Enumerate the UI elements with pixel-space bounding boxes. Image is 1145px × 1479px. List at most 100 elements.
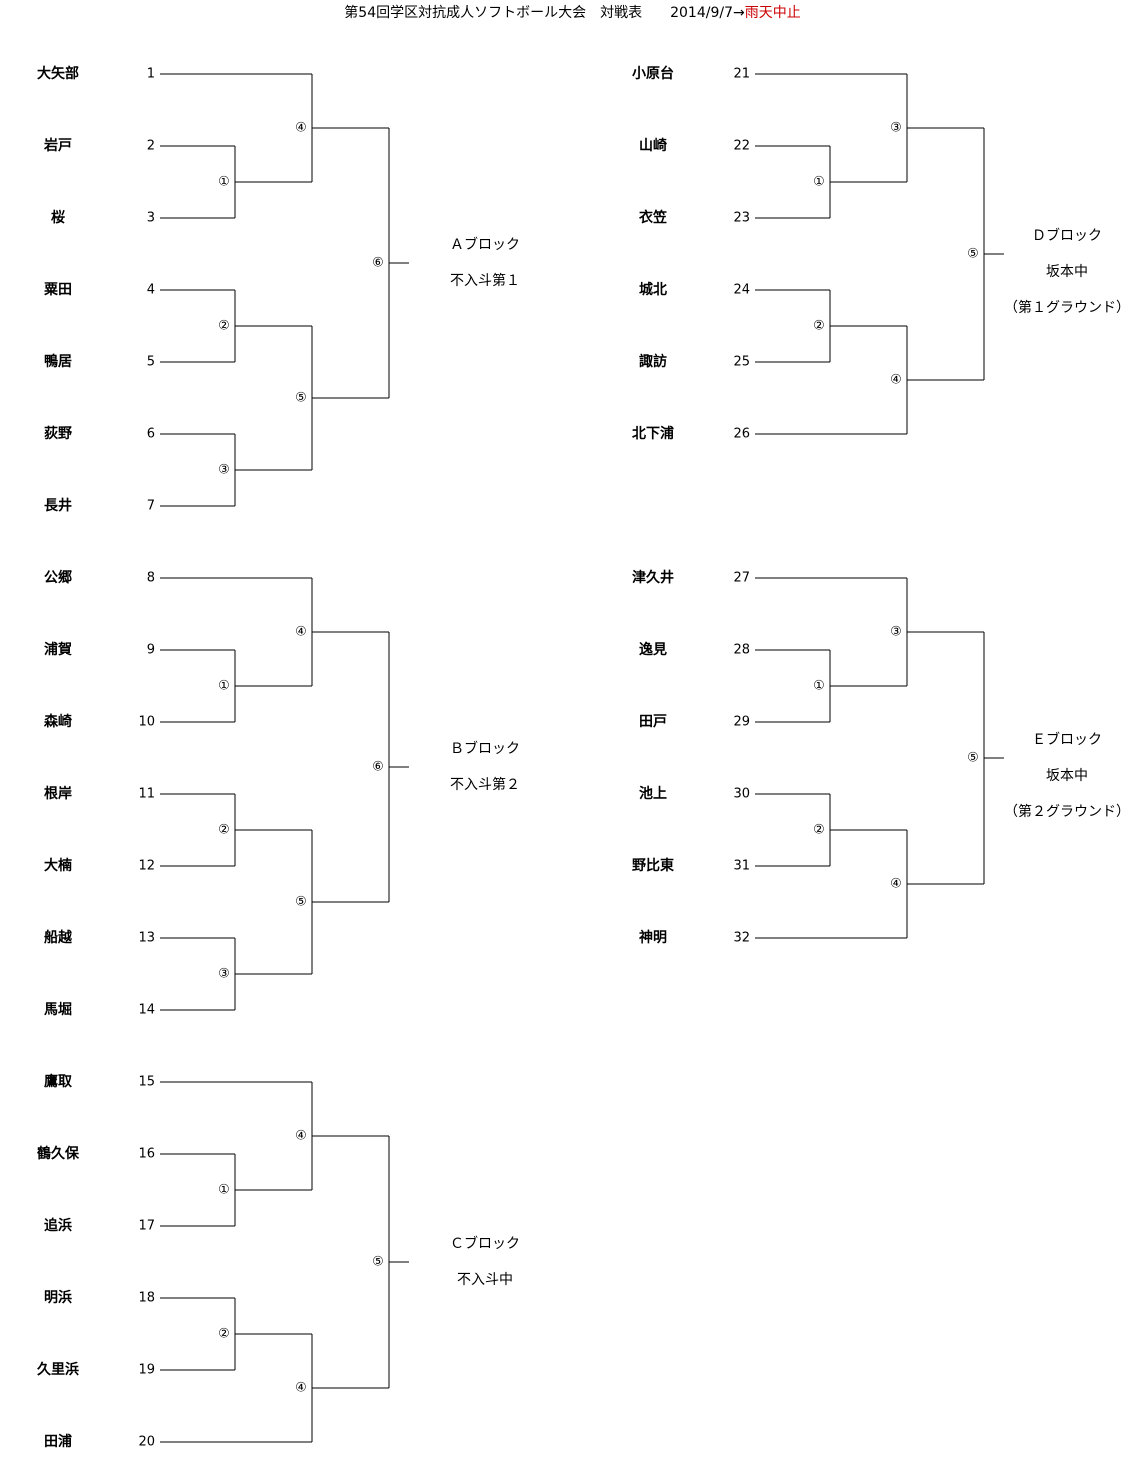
seed-number: 24 — [733, 283, 750, 298]
seed-number: 17 — [138, 1219, 155, 1234]
seed-number: 16 — [138, 1147, 155, 1162]
team-name: 田浦 — [44, 1433, 72, 1450]
team-name: 荻野 — [44, 425, 72, 442]
match-label-bg — [294, 390, 308, 406]
match-label-bg — [889, 624, 903, 640]
match-label: ② — [813, 823, 825, 838]
team-name: 池上 — [639, 785, 667, 802]
match-label-bg — [217, 822, 231, 838]
seed-number: 22 — [733, 139, 750, 154]
seed-number: 5 — [147, 355, 155, 370]
match-label-bg — [889, 120, 903, 136]
seed-number: 7 — [147, 499, 155, 514]
team-name: 野比東 — [632, 857, 674, 874]
team-name: 北下浦 — [632, 425, 674, 442]
seed-number: 10 — [138, 715, 155, 730]
match-label: ③ — [890, 121, 902, 136]
match-label-bg — [812, 174, 826, 190]
block-info: 坂本中 — [1046, 264, 1088, 280]
match-label: ⑤ — [967, 247, 979, 262]
team-name: 逸見 — [639, 641, 667, 658]
seed-number: 8 — [147, 571, 155, 586]
team-name: 岩戸 — [43, 137, 72, 154]
match-label: ④ — [890, 877, 902, 892]
block-info: Ａブロック — [450, 236, 520, 253]
team-name: 鴨居 — [44, 353, 72, 370]
seed-number: 28 — [733, 643, 750, 658]
seed-number: 6 — [147, 427, 155, 442]
seed-number: 20 — [138, 1435, 155, 1450]
seed-number: 12 — [138, 859, 155, 874]
match-label: ⑥ — [372, 760, 384, 775]
seed-number: 3 — [147, 211, 155, 226]
seed-number: 9 — [147, 643, 155, 658]
seed-number: 29 — [733, 715, 750, 730]
block-info: Ｅブロック — [1032, 731, 1102, 748]
match-label-bg — [889, 876, 903, 892]
match-label-bg — [294, 1380, 308, 1396]
title-alert: 雨天中止 — [744, 5, 801, 21]
team-name: 追浜 — [44, 1217, 72, 1234]
match-label: ④ — [295, 1381, 307, 1396]
match-label-bg — [371, 255, 385, 271]
team-name: 大楠 — [44, 857, 72, 874]
seed-number: 26 — [733, 427, 750, 442]
match-label: ② — [218, 319, 230, 334]
block-info: 不入斗中 — [457, 1272, 513, 1288]
match-label-bg — [371, 759, 385, 775]
team-name: 久里浜 — [36, 1361, 79, 1378]
team-name: 明浜 — [44, 1289, 72, 1306]
seed-number: 21 — [733, 67, 750, 82]
seed-number: 31 — [733, 859, 750, 874]
seed-number: 1 — [147, 67, 155, 82]
seed-number: 32 — [733, 931, 750, 946]
match-label-bg — [217, 1182, 231, 1198]
match-label: ③ — [218, 967, 230, 982]
team-name: 神明 — [639, 929, 667, 946]
block-info: Ｃブロック — [450, 1235, 520, 1252]
seed-number: 15 — [138, 1075, 155, 1090]
match-label-bg — [217, 1326, 231, 1342]
seed-number: 25 — [733, 355, 750, 370]
match-label-bg — [371, 1254, 385, 1270]
team-name: 粟田 — [43, 282, 72, 298]
match-label: ① — [813, 175, 825, 190]
block-info: Ｂブロック — [450, 740, 520, 757]
match-label-bg — [812, 678, 826, 694]
match-label-bg — [217, 462, 231, 478]
team-name: 城北 — [639, 281, 667, 298]
team-name: 馬堀 — [44, 1002, 72, 1018]
match-label-bg — [812, 822, 826, 838]
team-name: 根岸 — [44, 785, 72, 802]
seed-number: 4 — [147, 283, 155, 298]
title-main: 第54回学区対抗成人ソフトボール大会 対戦表 2014/9/7→ — [344, 5, 745, 21]
team-name: 衣笠 — [639, 209, 667, 226]
match-label: ① — [218, 1183, 230, 1198]
match-label: ⑤ — [372, 1255, 384, 1270]
seed-number: 11 — [138, 787, 155, 802]
match-label: ① — [218, 175, 230, 190]
match-label: ② — [813, 319, 825, 334]
seed-number: 19 — [138, 1363, 155, 1378]
match-label-bg — [294, 120, 308, 136]
block-info: （第２グラウンド） — [1004, 803, 1130, 820]
team-name: 鶴久保 — [37, 1145, 80, 1162]
match-label: ③ — [890, 625, 902, 640]
team-name: 小原台 — [632, 65, 674, 82]
match-label-bg — [217, 966, 231, 982]
match-label: ⑤ — [295, 895, 307, 910]
match-label-bg — [217, 678, 231, 694]
team-name: 田戸 — [639, 714, 667, 730]
team-name: 津久井 — [632, 569, 674, 586]
match-label-bg — [217, 174, 231, 190]
match-label-bg — [217, 318, 231, 334]
team-name: 諏訪 — [639, 353, 667, 370]
match-label: ④ — [295, 121, 307, 136]
team-name: 大矢部 — [37, 65, 79, 82]
page-title: 第54回学区対抗成人ソフトボール大会 対戦表 2014/9/7→雨天中止 — [0, 2, 1145, 22]
team-name: 鷹取 — [44, 1073, 73, 1090]
match-label-bg — [294, 1128, 308, 1144]
seed-number: 27 — [733, 571, 750, 586]
match-label: ② — [218, 823, 230, 838]
